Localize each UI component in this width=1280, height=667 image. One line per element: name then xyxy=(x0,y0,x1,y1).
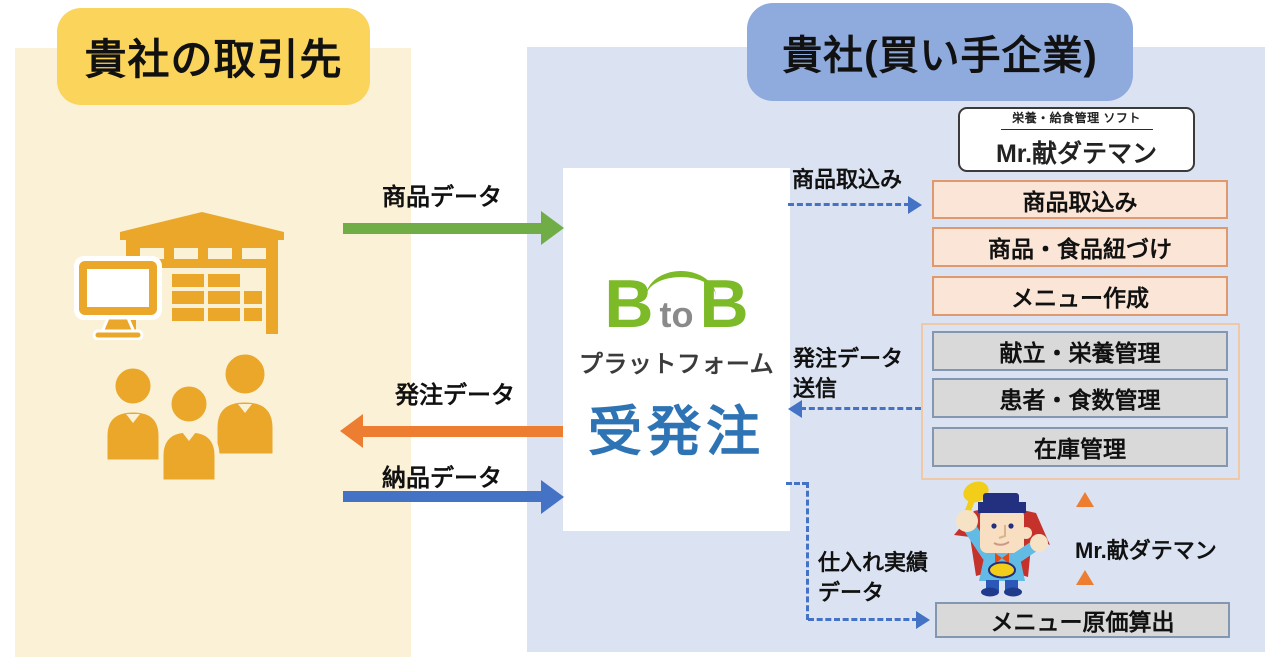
order-data-label: 発注データ xyxy=(395,382,515,409)
step-patient: 患者・食数管理 xyxy=(932,378,1228,418)
suppliers-panel xyxy=(15,48,411,657)
order-send-label: 発注データ 送信 xyxy=(793,346,904,401)
buyer-title: 貴社(買い手企業) xyxy=(747,3,1133,101)
btob-platform-box: B to B プラットフォーム 受発注 xyxy=(563,168,790,531)
order-data-arrowhead-icon xyxy=(340,414,363,448)
import-flow-line xyxy=(788,203,910,206)
purchase-flow-vertical-line xyxy=(806,482,809,620)
product-data-label: 商品データ xyxy=(382,184,502,211)
purchase-flow-arrowhead-icon xyxy=(916,611,930,629)
product-data-arrow xyxy=(343,223,542,234)
purchase-flow-label: 仕入れ実績 データ xyxy=(818,550,929,605)
purchase-flow-bottom-line xyxy=(808,618,918,621)
delivery-data-arrowhead-icon xyxy=(541,480,564,514)
order-send-arrowhead-icon xyxy=(788,400,802,418)
logo-letter-to: to xyxy=(659,293,694,335)
product-data-arrowhead-icon xyxy=(541,211,564,245)
delivery-data-arrow xyxy=(343,491,542,502)
order-data-arrow xyxy=(362,426,563,437)
mascot-name-label: Mr.献ダテマン xyxy=(1075,538,1217,563)
kendateman-header-box: 栄養・給食管理 ソフト Mr.献ダテマン xyxy=(958,107,1195,172)
software-category-label: 栄養・給食管理 ソフト xyxy=(1012,111,1141,125)
header-divider xyxy=(1000,129,1153,130)
import-flow-label: 商品取込み xyxy=(792,167,903,192)
logo-letter-b1: B xyxy=(604,265,654,342)
step-menu-create: メニュー作成 xyxy=(932,276,1228,316)
step-import: 商品取込み xyxy=(932,180,1228,219)
computer-monitor-icon xyxy=(74,256,162,340)
step-inventory: 在庫管理 xyxy=(932,427,1228,467)
management-steps-container xyxy=(921,323,1240,480)
step-link-products: 商品・食品紐づけ xyxy=(932,227,1228,267)
people-group-icon xyxy=(102,352,278,484)
suppliers-title: 貴社の取引先 xyxy=(57,8,370,105)
software-name-label: Mr.献ダテマン xyxy=(995,140,1158,168)
logo-platform-text: プラットフォーム xyxy=(578,350,775,378)
import-flow-arrowhead-icon xyxy=(908,196,922,214)
step-nutrition: 献立・栄養管理 xyxy=(932,331,1228,371)
logo-arc-icon xyxy=(645,270,716,297)
kendateman-mascot-icon xyxy=(954,481,1050,597)
step-cost-calc: メニュー原価算出 xyxy=(935,602,1230,638)
purchase-flow-top-segment xyxy=(786,482,808,485)
delivery-data-label: 納品データ xyxy=(382,465,502,492)
triangle-up-icon xyxy=(1076,492,1094,507)
order-send-line xyxy=(800,407,921,410)
btob-logo: B to B xyxy=(604,270,748,338)
logo-jyuhatchu-text: 受発注 xyxy=(588,401,765,462)
triangle-up-icon xyxy=(1076,570,1094,585)
